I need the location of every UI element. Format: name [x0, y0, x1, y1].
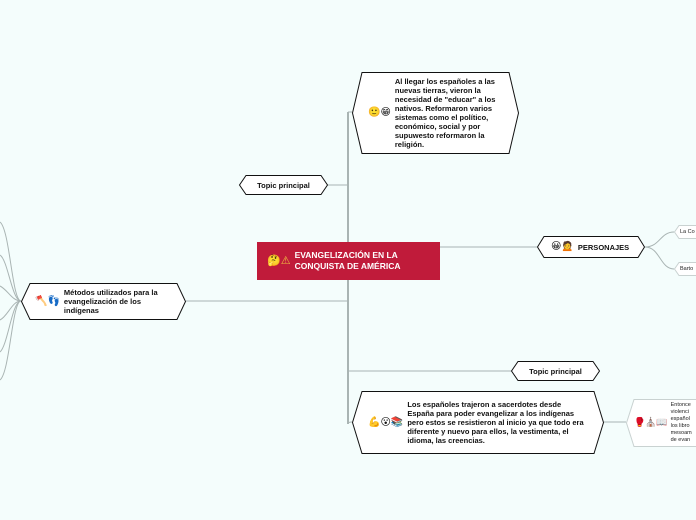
node-metodos[interactable]: 🪓👣 Métodos utilizados para la evangeliza…: [20, 283, 187, 320]
node-metodos-label: Métodos utilizados para la evangelizació…: [63, 288, 158, 315]
hexagon-shape: [674, 262, 696, 276]
node-personajes[interactable]: 😀🙍 PERSONAJES: [536, 236, 646, 258]
node-violence-line-4: los libro: [670, 423, 690, 429]
node-arrival-text-content: Al llegar los españoles a las nuevas tie…: [394, 77, 496, 149]
node-violence-text[interactable]: 🥊⛪📖 Entonce violenci español los libro m…: [626, 399, 696, 447]
node-topic-principal-left[interactable]: Topic principal: [238, 175, 329, 195]
node-priests-text[interactable]: 💪😮📚 Los españoles trajeron a sacerdotes …: [351, 391, 605, 454]
node-violence-line-2: violenci: [670, 409, 689, 416]
central-topic[interactable]: 🤔⚠ EVANGELIZACIÓN EN LA CONQUISTA DE AMÉ…: [257, 242, 440, 280]
node-personajes-icons: 😀🙍: [551, 241, 574, 252]
hexagon-shape: [238, 175, 329, 195]
node-arrival-text[interactable]: 🙂😁 Al llegar los españoles a las nuevas …: [351, 72, 520, 154]
node-personajes-label: PERSONAJES: [577, 242, 630, 252]
node-topic-principal-bottom[interactable]: Topic principal: [510, 361, 601, 381]
node-violence-line-5: mesoam: [670, 429, 692, 436]
hexagon-shape: [674, 225, 696, 239]
central-topic-icons: 🤔⚠: [267, 253, 291, 267]
node-violence-icons: 🥊⛪📖: [634, 417, 668, 428]
node-violence-line-3: español: [670, 416, 690, 423]
hexagon-shape: [510, 361, 601, 381]
node-metodos-icons: 🪓👣: [35, 295, 60, 307]
node-personajes-child-2[interactable]: Barto: [674, 262, 696, 276]
hexagon-shape: [536, 236, 646, 258]
central-topic-title: EVANGELIZACIÓN EN LA CONQUISTA DE AMÉRIC…: [294, 249, 401, 271]
node-violence-line-1: Entonce: [670, 402, 691, 409]
node-personajes-child-1-label: La Co: [680, 228, 695, 235]
node-personajes-child-1[interactable]: La Co: [674, 225, 696, 239]
node-priests-text-content: Los españoles trajeron a sacerdotes desd…: [407, 400, 584, 445]
hexagon-shape: [20, 283, 187, 320]
node-priests-icons: 💪😮📚: [368, 416, 404, 428]
node-topic-principal-bottom-label: Topic principal: [529, 366, 582, 376]
node-topic-principal-left-label: Topic principal: [257, 180, 310, 190]
node-personajes-child-2-label: Barto: [680, 265, 694, 272]
hexagon-shape: [351, 72, 520, 154]
hexagon-shape: [626, 399, 696, 447]
node-arrival-icons: 🙂😁: [368, 107, 391, 118]
node-violence-line-6: de evan: [670, 436, 691, 443]
hexagon-shape: [351, 391, 605, 454]
